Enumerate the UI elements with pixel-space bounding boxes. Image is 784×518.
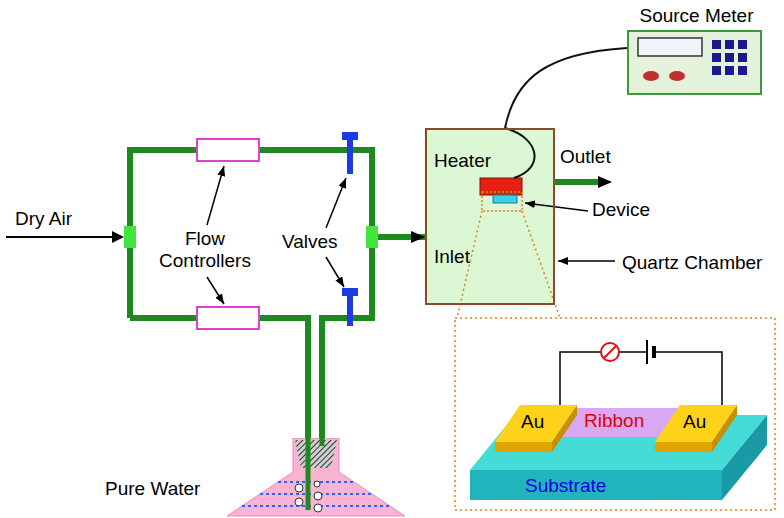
meter-display — [638, 38, 702, 56]
part-label: Valves — [282, 231, 338, 253]
source-meter: Source Meter — [627, 30, 762, 95]
key — [725, 53, 734, 62]
pipe — [130, 150, 372, 318]
meter-keypad — [712, 40, 747, 75]
pipe-junction — [124, 226, 136, 248]
part-label: Inlet — [434, 246, 470, 268]
leader-line — [558, 260, 615, 262]
leader-line — [326, 178, 346, 228]
air-arrow — [6, 236, 112, 238]
circuit-wire — [619, 351, 647, 353]
bubbler-tube — [306, 438, 311, 510]
leader-line — [207, 277, 224, 304]
key — [712, 53, 721, 62]
device-chip — [493, 195, 517, 203]
ammeter-symbol — [601, 343, 619, 361]
pipe — [130, 318, 308, 440]
key — [712, 40, 721, 49]
valve-cap — [342, 132, 358, 140]
au-pad-front — [655, 442, 712, 452]
node-title: Source Meter — [639, 5, 753, 27]
pipe-junction — [366, 226, 378, 248]
flask-body — [227, 438, 405, 516]
leader-line — [326, 257, 344, 287]
water-flask: Pure Water — [225, 438, 407, 518]
flow-controller — [197, 139, 259, 161]
flask-shape — [225, 438, 407, 518]
outlet-tube — [320, 438, 325, 446]
valve-stem — [347, 292, 353, 326]
node-title: Quartz Chamber — [622, 252, 762, 274]
cable — [505, 128, 535, 178]
part-label: Flow Controllers — [150, 228, 260, 272]
substrate-side — [722, 415, 767, 500]
inset-frame — [455, 318, 775, 510]
leader-line — [525, 203, 588, 211]
outlet-arrow — [598, 176, 612, 188]
bubble — [314, 481, 320, 487]
au-pad-front — [495, 442, 552, 452]
material-label: Ribbon — [584, 410, 644, 432]
meter-button — [669, 71, 685, 81]
part-label: Heater — [434, 150, 491, 172]
key — [738, 53, 747, 62]
circuit-wire — [560, 352, 601, 405]
key — [712, 66, 721, 75]
material-label: Au — [521, 411, 544, 433]
au-pad-side — [552, 405, 577, 452]
zoom-box — [482, 192, 522, 211]
leader-line — [207, 166, 224, 225]
flow-controller — [197, 307, 259, 329]
au-pad-side — [712, 405, 737, 452]
node-title: Pure Water — [105, 478, 200, 500]
substrate-front — [470, 470, 722, 500]
circuit-wire — [656, 352, 722, 405]
valve-cap — [342, 288, 358, 296]
ammeter-slash — [604, 346, 616, 358]
battery-symbol — [652, 346, 656, 358]
key — [725, 40, 734, 49]
material-label: Au — [683, 411, 706, 433]
cable-connector — [505, 48, 627, 128]
key — [725, 66, 734, 75]
flask-stopper — [295, 440, 337, 468]
meter-button — [643, 71, 659, 81]
battery-symbol — [646, 340, 648, 364]
part-label: Outlet — [560, 146, 611, 168]
chamber-fill — [425, 128, 555, 305]
part-label: Device — [592, 199, 650, 221]
key — [738, 40, 747, 49]
outlet-pipe — [555, 179, 598, 185]
meter-body — [627, 30, 762, 95]
pipe-connector — [322, 237, 425, 438]
bubble — [295, 484, 303, 492]
air-arrowhead — [112, 231, 124, 243]
bubble — [295, 498, 303, 506]
key — [738, 66, 747, 75]
valve-stem — [347, 136, 353, 174]
material-label: Substrate — [525, 475, 606, 497]
input-label: Dry Air — [15, 208, 72, 230]
bubble — [314, 504, 322, 512]
bubble — [314, 492, 322, 500]
